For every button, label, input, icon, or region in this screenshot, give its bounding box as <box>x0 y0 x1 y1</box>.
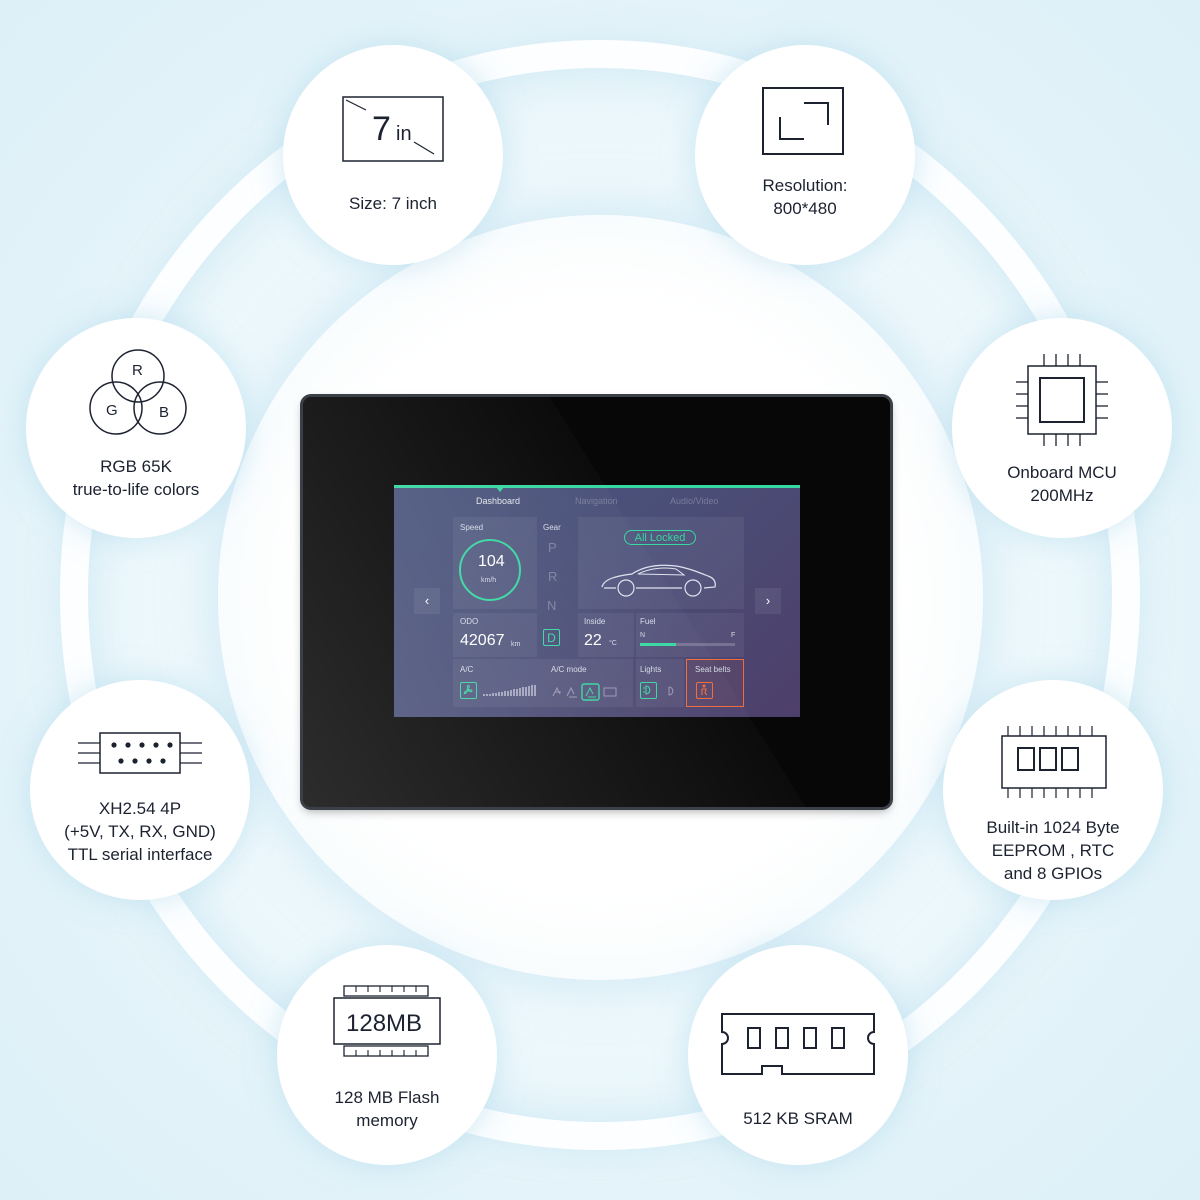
serial-bubble <box>30 680 250 900</box>
size-icon: 7 in <box>342 96 444 162</box>
resolution-label-line2: 800*480 <box>773 199 837 218</box>
gear-p: P <box>548 540 557 555</box>
next-page-button[interactable]: › <box>755 588 781 614</box>
tab-audio-video[interactable]: Audio/Video <box>670 496 719 506</box>
connector-icon <box>78 732 202 774</box>
ac-panel <box>453 659 633 707</box>
speed-unit: km/h <box>481 577 497 584</box>
fuel-full-label: F <box>731 632 736 639</box>
fuel-empty-label: N <box>640 632 646 639</box>
rgb-icon-g: G <box>106 402 118 419</box>
memory-module-icon <box>1001 726 1107 798</box>
speed-value: 104 <box>478 553 505 570</box>
screen-accent-line <box>394 485 800 488</box>
odo-unit: km <box>511 641 521 648</box>
fuel-bar-track <box>640 643 735 646</box>
sram-label: 512 KB SRAM <box>698 1107 898 1130</box>
flash-chip-icon: 128MB <box>333 985 441 1057</box>
fuel-bar-fill <box>640 643 677 646</box>
flash-label-line1: 128 MB Flash <box>334 1088 440 1107</box>
tab-navigation[interactable]: Navigation <box>575 496 618 506</box>
speed-label: Speed <box>460 523 484 532</box>
rgb-circles-icon: R G B <box>89 349 187 435</box>
flash-icon-text: 128MB <box>346 1010 422 1037</box>
headlight-icon <box>643 685 651 695</box>
rgb-icon-b: B <box>159 404 169 421</box>
speed-gauge <box>459 539 521 601</box>
fan-button[interactable] <box>460 682 477 699</box>
odo-value: 42067 <box>460 632 505 649</box>
car-icon <box>601 564 716 597</box>
seatbelt-warning-panel <box>686 659 744 707</box>
gear-active: D <box>543 629 560 646</box>
inside-label: Inside <box>584 617 606 626</box>
headlight-button[interactable] <box>640 682 657 699</box>
lock-status-badge: All Locked <box>624 530 696 545</box>
seatbelt-icon <box>701 684 708 696</box>
seatbelt-button[interactable] <box>696 682 713 699</box>
size-label-line1: Size: 7 inch <box>349 194 437 213</box>
flash-label-line2: memory <box>356 1111 418 1130</box>
flash-bubble <box>277 945 497 1165</box>
eeprom-label-line2: EEPROM , RTC <box>991 841 1115 860</box>
rgb-icon-r: R <box>132 362 143 379</box>
fog-light-icon <box>668 686 674 696</box>
resolution-label-line1: Resolution: <box>762 176 848 195</box>
gear-label: Gear <box>543 523 561 532</box>
ac-label: A/C <box>460 665 474 674</box>
resolution-label: Resolution: 800*480 <box>705 174 905 220</box>
rgb-label-line1: RGB 65K <box>100 457 172 476</box>
sram-label-line1: 512 KB SRAM <box>743 1109 853 1128</box>
sram-module-icon <box>721 1013 875 1075</box>
fan-speed-bars <box>483 685 536 696</box>
inside-unit: °C <box>609 640 617 647</box>
seatbelts-label: Seat belts <box>695 665 731 674</box>
size-label: Size: 7 inch <box>293 192 493 215</box>
serial-label-line3: TTL serial interface <box>67 845 213 864</box>
odo-panel <box>453 613 537 657</box>
rgb-bubble <box>26 318 246 538</box>
eeprom-bubble <box>943 680 1163 900</box>
rgb-label: RGB 65K true-to-life colors <box>36 455 236 501</box>
fuel-label: Fuel <box>640 617 656 626</box>
resolution-icon <box>762 87 844 155</box>
ac-mode-icons <box>552 683 617 701</box>
lights-label: Lights <box>640 665 662 674</box>
inside-value: 22 <box>584 632 602 649</box>
odo-label: ODO <box>460 617 479 626</box>
eeprom-label-line1: Built-in 1024 Byte <box>986 818 1120 837</box>
device-screen: Dashboard Navigation Audio/Video ‹ › Spe… <box>394 485 800 717</box>
size-icon-unit: in <box>396 123 412 145</box>
car-panel <box>578 517 744 609</box>
gear-r: R <box>548 569 558 584</box>
inside-panel <box>578 613 634 657</box>
mcu-label: Onboard MCU 200MHz <box>962 461 1162 507</box>
serial-label-line2: (+5V, TX, RX, GND) <box>64 822 216 841</box>
sram-bubble <box>688 945 908 1165</box>
eeprom-label: Built-in 1024 Byte EEPROM , RTC and 8 GP… <box>953 816 1153 885</box>
mcu-bubble <box>952 318 1172 538</box>
lights-panel <box>636 659 684 707</box>
rgb-label-line2: true-to-life colors <box>72 480 200 499</box>
chip-icon <box>1016 354 1108 446</box>
fan-icon <box>463 684 473 695</box>
ac-mode-label: A/C mode <box>551 665 587 674</box>
gear-n: N <box>547 598 557 613</box>
fuel-panel <box>636 613 744 657</box>
eeprom-label-line3: and 8 GPIOs <box>1003 864 1103 883</box>
serial-label-line1: XH2.54 4P <box>98 799 182 818</box>
size-icon-value: 7 <box>372 110 391 148</box>
tab-dashboard[interactable]: Dashboard <box>476 496 521 506</box>
mcu-label-line1: Onboard MCU <box>1007 463 1117 482</box>
serial-label: XH2.54 4P (+5V, TX, RX, GND) TTL serial … <box>40 797 240 866</box>
mcu-label-line2: 200MHz <box>1030 486 1094 505</box>
size-bubble <box>283 45 503 265</box>
active-tab-indicator <box>496 487 504 492</box>
prev-page-button[interactable]: ‹ <box>414 588 440 614</box>
flash-label: 128 MB Flash memory <box>287 1086 487 1132</box>
